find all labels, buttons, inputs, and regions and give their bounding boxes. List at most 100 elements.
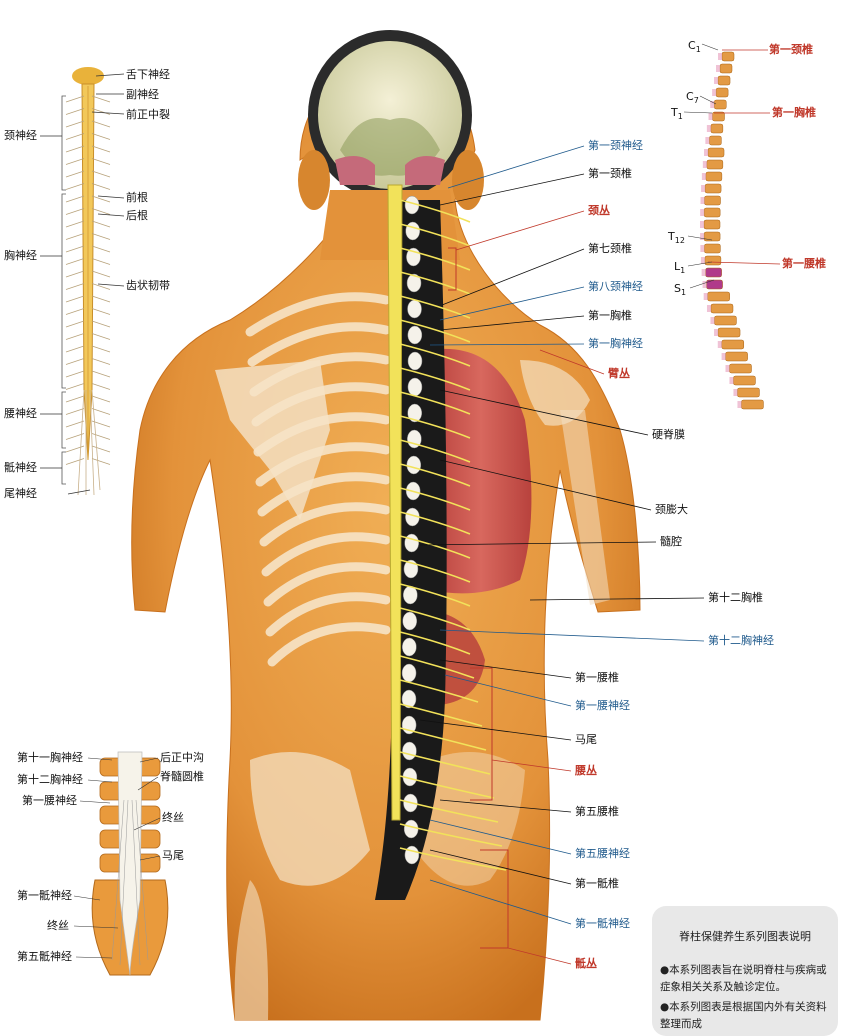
note-line-1: ●本系列图表旨在说明脊柱与疾病或 [660,964,827,976]
spinal-nerve [399,391,471,415]
spinal-cord [387,184,403,821]
spinal-nerve [399,823,503,847]
right-pelvis [415,752,525,886]
vertebra-body [403,819,419,839]
vertebra-body [406,455,422,475]
inset-s1-nerve-label: 第一骶神经 [17,889,72,902]
t1-vertebra-leader [439,315,585,331]
cervical-plexus-bracket [448,247,457,291]
lumbar-nerves-label: 腰神经 [4,407,37,420]
rib [265,592,391,637]
inset-conus-label: 脊髓圆椎 [160,770,204,783]
t12-vertebra-label: 第十二胸椎 [708,591,763,604]
rib [259,502,391,547]
skull-base [335,156,375,185]
skull-base-right [405,156,445,185]
spinal-nerve [399,223,471,247]
vertebra-body [402,741,417,761]
cauda-equina-label: 马尾 [575,733,597,746]
c7-vertebra-label: 第七颈椎 [588,242,632,255]
spinal-nerve [399,271,471,295]
cervical-plexus-leader [455,210,585,251]
c1-side-label: C1 [688,39,701,55]
rib [253,412,391,457]
rib [257,472,391,517]
dura-mater-leader [439,389,649,436]
anterior-median-fissure-label: 前正中裂 [126,108,170,121]
t1-side-label: T1 [671,106,683,122]
cervical-plexus-label: 颈丛 [588,204,610,217]
inset-filum-1-label: 终丝 [162,811,184,824]
note-title: 脊柱保健养生系列图表说明 [679,930,811,943]
medullary-cavity-label: 髓腔 [660,535,682,548]
vertebra-body [404,533,419,553]
rib [245,292,391,337]
spinal-nerve [399,775,495,799]
spinal-nerve [399,535,471,559]
t12-side-label: T12 [668,230,685,246]
vertebra-body [407,403,422,423]
coccygeal-nerve-label: 尾神经 [4,487,37,500]
spinal-nerve [399,439,471,463]
inset-filum-2-label: 终丝 [47,919,69,932]
left-ribcage [245,292,391,667]
rib [247,322,391,367]
vertebra-body [407,325,423,345]
note-line-3: ●本系列图表是根据国内外有关资料 [660,1001,827,1013]
note-line-4: 整理而成 [660,1018,702,1030]
dura-mater-label: 硬脊膜 [652,428,685,441]
s1-vertebra-leader [429,849,572,885]
l1-vertebra-leader [439,659,572,679]
s1-nerve-label: 第一骶神经 [575,917,630,930]
inset-l1-nerve-label: 第一腰神经 [22,794,77,807]
c7-vertebra-leader [441,248,585,306]
first-cervical-side-label: 第一颈椎 [769,43,813,56]
inset-cauda-label: 马尾 [162,849,184,862]
t12-nerve-leader [439,629,705,642]
spinal-nerve [399,751,491,775]
l5-nerve-leader [429,819,572,855]
t1-nerve-label: 第一胸神经 [588,337,643,350]
vertebra-body [407,351,423,371]
rib [267,622,391,667]
cervical-nerves-label: 颈神经 [4,129,37,142]
c1-nerve-label: 第一颈神经 [588,139,643,152]
spinal-nerve [399,295,471,319]
spinal-nerve [399,679,479,703]
rib [263,562,391,607]
l1-nerve-leader [444,674,572,707]
cervical-enlargement-leader [439,459,652,511]
l1-vertebra-label: 第一腰椎 [575,671,619,684]
c1-vertebra-leader [439,173,585,206]
left-ear [298,150,330,210]
anterior-root-label: 前根 [126,191,148,204]
spinal-nerve [399,607,471,631]
medullary-cavity-leader [419,541,657,546]
thoracic-nerves-label: 胸神经 [4,249,37,262]
s1-nerve-leader [429,879,572,925]
vertebra-body [402,637,417,657]
accessory-label: 副神经 [126,88,159,101]
cauda-equina-leader [419,719,572,741]
sacral-plexus-label: 骶丛 [575,957,597,970]
series-note-box: 脊柱保健养生系列图表说明 ●本系列图表旨在说明脊柱与疾病或 症象相关关系及触诊定… [652,906,838,1036]
spinal-nerve [399,319,471,343]
right-lung [430,348,532,594]
t12-vertebra-leader [529,597,705,601]
spinal-nerve [399,247,471,271]
inset-s5-nerve-label: 第五骶神经 [17,950,72,963]
spinal-nerves [399,199,507,871]
sacral-nerves-label: 骶神经 [4,461,37,474]
t12-nerve-label: 第十二胸神经 [708,634,774,647]
lumbar-plexus-leader [491,759,572,772]
spinal-nerve [399,343,471,367]
s1-side-label: S1 [674,282,687,298]
denticulate-ligament-label: 齿状韧带 [126,279,170,292]
c1-nerve-leader [447,145,585,189]
rib [249,352,391,397]
spinal-nerve [399,199,471,223]
spinal-nerve [399,703,483,727]
t1-nerve-leader [429,343,585,346]
rib [255,442,391,487]
